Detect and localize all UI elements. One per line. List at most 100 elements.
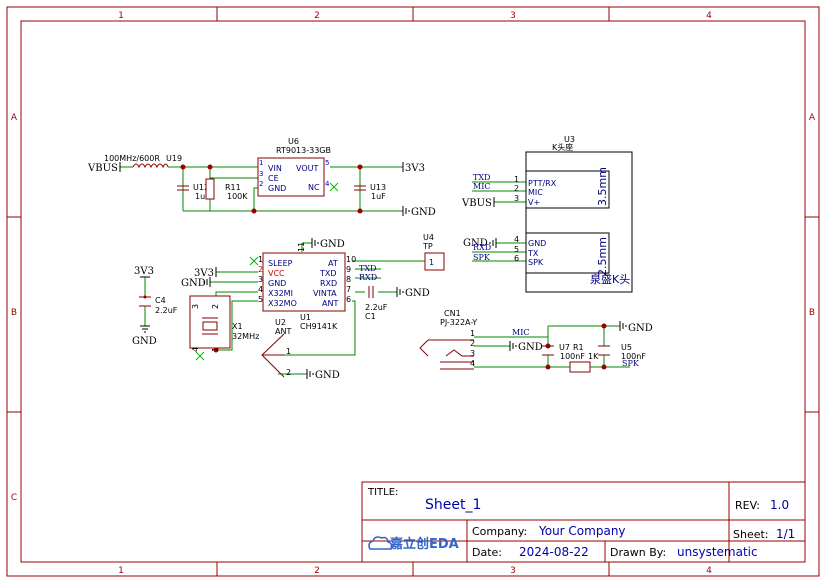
u6-pin-num-4: 4 xyxy=(325,180,330,188)
cn1-value: PJ-322A-Y xyxy=(440,318,477,327)
gnd-symbol-1: GND xyxy=(402,206,436,218)
net-labels-u3: TXD MIC RXD SPK xyxy=(473,173,491,262)
u3-pin-num-4: 4 xyxy=(514,235,519,244)
x1-value: 32MHz xyxy=(232,332,259,341)
net-txd-u1: TXD xyxy=(359,264,376,273)
capacitor-u5[interactable]: U5 100nF xyxy=(598,343,646,361)
capacitor-c4[interactable]: C4 2.2uF xyxy=(139,296,178,315)
u6-pin-num-1: 1 xyxy=(259,159,263,167)
u6-pin-nc: NC xyxy=(308,183,320,192)
gnd-label-c1: GND xyxy=(405,288,430,299)
ferrite-u19[interactable]: 100MHz/600R U19 xyxy=(104,154,182,169)
capacitor-u13[interactable]: U13 1uF xyxy=(354,183,386,201)
u6-value: RT9013-33GB xyxy=(276,146,331,155)
gnd-label-u1-left: GND xyxy=(181,278,206,289)
u6-ref: U6 xyxy=(288,137,299,146)
rev-label: REV: xyxy=(735,499,760,512)
u2-pin-2: 2 xyxy=(286,368,291,377)
cn1-pin-2: 2 xyxy=(470,339,475,348)
net-3v3-1: 3V3 xyxy=(402,162,425,174)
u1-pin-num-4: 4 xyxy=(258,285,263,294)
u5-ref: U5 xyxy=(621,343,632,352)
u3-head-label: 泉盛K头 xyxy=(590,272,630,286)
u1-pin-num-10: 10 xyxy=(346,255,356,264)
gnd-symbol-u3: GND xyxy=(463,238,497,249)
capacitor-u7[interactable]: U7 100nF xyxy=(542,343,585,361)
u2-pin-1: 1 xyxy=(286,347,291,356)
u3-pin-ptt: PTT/RX xyxy=(528,179,557,188)
company-label: Company: xyxy=(472,525,527,538)
col-label-1-bottom: 1 xyxy=(118,566,124,576)
row-label-c-left: C xyxy=(11,493,17,503)
gnd-label-u1-top: GND xyxy=(320,239,345,250)
u1-pin-num-9: 9 xyxy=(346,265,351,274)
u3-dim-bottom: 2.5mm xyxy=(596,237,609,276)
resistor-r11[interactable]: R11 100K xyxy=(205,178,248,201)
u7-value: 100nF xyxy=(560,352,585,361)
u6-pin-num-2: 2 xyxy=(259,180,263,188)
u6-pin-vin: VIN xyxy=(268,164,282,173)
c1-value: 2.2uF xyxy=(365,303,388,312)
cn1-pin-4: 4 xyxy=(470,359,475,368)
crystal-x1[interactable]: 3 2 4 1 X1 32MHz xyxy=(189,295,259,352)
u3-dim-top: 3.5mm xyxy=(596,167,609,206)
gnd-symbol-u5: GND xyxy=(619,321,653,334)
connector-u3[interactable]: U3 K头座 PTT/RX MIC V+ GND TX SPK 1 2 3 4 … xyxy=(514,135,633,293)
u1-pin-rxd: RXD xyxy=(320,279,337,288)
title-block: TITLE: Sheet_1 REV: 1.0 Company: Your Co… xyxy=(361,481,806,563)
u3-pin-num-2: 2 xyxy=(514,184,519,193)
v3v3-label-c4: 3V3 xyxy=(134,266,154,277)
gnd-label-cn1: GND xyxy=(518,342,543,353)
audio-jack-cn1[interactable]: CN1 PJ-322A-Y 1 2 3 4 xyxy=(419,309,477,370)
u1-value: CH9141K xyxy=(300,322,338,331)
u3-pin-mic: MIC xyxy=(528,188,543,197)
testpoint-u4[interactable]: U4 TP 1 xyxy=(422,233,445,271)
vbus-label-2: VBUS xyxy=(461,198,492,209)
net-spk-u3: SPK xyxy=(473,253,491,262)
row-label-b-left: B xyxy=(11,308,17,318)
antenna-u2[interactable]: U2 ANT 1 2 xyxy=(261,318,291,378)
gnd-symbol-u2: GND xyxy=(306,369,340,381)
u6-pin-vout: VOUT xyxy=(296,164,318,173)
net-3v3-u1: 3V3 xyxy=(194,267,217,279)
resistor-r1[interactable]: R1 1K xyxy=(569,343,599,373)
u3-pin-num-6: 6 xyxy=(514,254,519,263)
u12-ref: U12 xyxy=(193,183,209,192)
x1-pin-2: 2 xyxy=(211,304,220,309)
u1-pin-ant: ANT xyxy=(322,299,338,308)
net-3v3-c4: 3V3 xyxy=(134,266,154,278)
u6-pin-ce: CE xyxy=(268,174,279,183)
v3v3-label-u1: 3V3 xyxy=(194,268,214,279)
net-vbus-1: VBUS xyxy=(87,162,121,174)
gnd-label-u2: GND xyxy=(315,370,340,381)
gnd-label-u3: GND xyxy=(463,238,488,249)
r11-value: 100K xyxy=(227,192,248,201)
u3-pin-num-1: 1 xyxy=(514,175,519,184)
gnd-label-u5: GND xyxy=(628,323,653,334)
u4-pin: 1 xyxy=(429,258,434,267)
col-label-4-top: 4 xyxy=(706,11,712,21)
drawn-by-label: Drawn By: xyxy=(610,546,666,559)
sheet-title: Sheet_1 xyxy=(425,497,481,513)
gnd-label-c4: GND xyxy=(132,336,157,347)
u1-pin-vinta: VINTA xyxy=(313,289,337,298)
net-vbus-2: VBUS xyxy=(461,197,495,209)
u13-ref: U13 xyxy=(370,183,386,192)
sheet-value: 1/1 xyxy=(776,527,795,541)
frame-labels: 1 2 3 4 1 2 3 4 A B C A B xyxy=(11,11,816,576)
cloud-icon xyxy=(368,536,393,550)
capacitor-c1[interactable]: 2.2uF C1 xyxy=(365,286,388,321)
col-label-2-top: 2 xyxy=(314,11,320,21)
u2-value: ANT xyxy=(275,327,291,336)
regulator-u6[interactable]: U6 RT9013-33GB VIN CE GND VOUT NC 1 3 2 … xyxy=(257,137,331,197)
net-rxd-u1: RXD xyxy=(359,273,377,282)
capacitor-u12[interactable]: U12 1uF xyxy=(177,183,210,201)
u19-ref: U19 xyxy=(166,154,182,163)
row-label-a-left: A xyxy=(11,113,18,123)
r11-ref: R11 xyxy=(225,183,241,192)
cn1-pin-1: 1 xyxy=(470,329,475,338)
c1-ref: C1 xyxy=(365,312,376,321)
u3-pin-tx: TX xyxy=(527,249,539,258)
module-u1[interactable]: SLEEP VCC GND X32MI X32MO AT TXD RXD VIN… xyxy=(258,242,356,331)
u12-value: 1uF xyxy=(195,192,210,201)
